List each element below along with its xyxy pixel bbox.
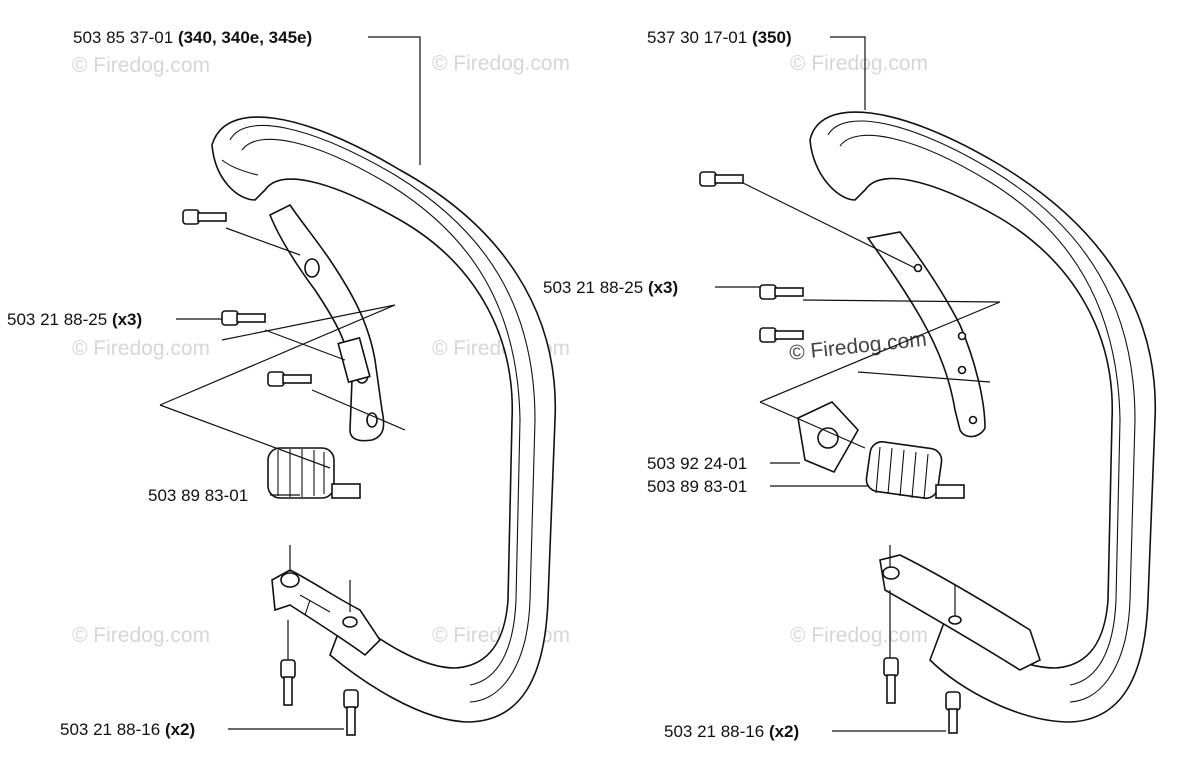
right-assembly: 537 30 17-01 (350) 503 21 88-25 (x3) 503…	[543, 28, 1157, 741]
watermark: © Firedog.com	[432, 52, 570, 75]
right-label-handle: 537 30 17-01 (350)	[647, 28, 792, 47]
part-number: 537 30 17-01	[647, 28, 747, 47]
part-number: 503 92 24-01	[647, 454, 747, 473]
right-label-spacer: 503 92 24-01	[647, 454, 747, 473]
watermark: © Firedog.com	[788, 328, 928, 365]
part-number: 503 21 88-16	[60, 720, 160, 739]
left-assembly: 503 85 37-01 (340, 340e, 345e) 503 21 88…	[7, 28, 557, 739]
part-note: (x2)	[769, 722, 799, 741]
part-number: 503 21 88-25	[543, 278, 643, 297]
part-number: 503 85 37-01	[73, 28, 173, 47]
left-label-bottom-screw: 503 21 88-16 (x2)	[60, 720, 195, 739]
left-label-handle: 503 85 37-01 (340, 340e, 345e)	[73, 28, 312, 47]
left-label-screw: 503 21 88-25 (x3)	[7, 310, 142, 329]
watermark: © Firedog.com	[790, 52, 928, 75]
watermark: © Firedog.com	[72, 54, 210, 77]
right-label-screw: 503 21 88-25 (x3)	[543, 278, 678, 297]
watermark: © Firedog.com	[72, 624, 210, 647]
part-note: (x3)	[112, 310, 142, 329]
part-number: 503 89 83-01	[148, 486, 248, 505]
right-label-bottom-screw: 503 21 88-16 (x2)	[664, 722, 799, 741]
part-number: 503 89 83-01	[647, 477, 747, 496]
right-label-damper: 503 89 83-01	[647, 477, 747, 496]
part-note: (340, 340e, 345e)	[178, 28, 312, 47]
left-front-handle	[159, 36, 557, 736]
right-front-handle	[699, 36, 1157, 734]
watermark: © Firedog.com	[72, 337, 210, 360]
part-note: (x2)	[165, 720, 195, 739]
part-note: (350)	[752, 28, 792, 47]
part-number: 503 21 88-25	[7, 310, 107, 329]
part-note: (x3)	[648, 278, 678, 297]
watermarks: © Firedog.com © Firedog.com © Firedog.co…	[72, 52, 928, 647]
watermark: © Firedog.com	[790, 624, 928, 647]
left-label-damper: 503 89 83-01	[148, 486, 248, 505]
part-number: 503 21 88-16	[664, 722, 764, 741]
